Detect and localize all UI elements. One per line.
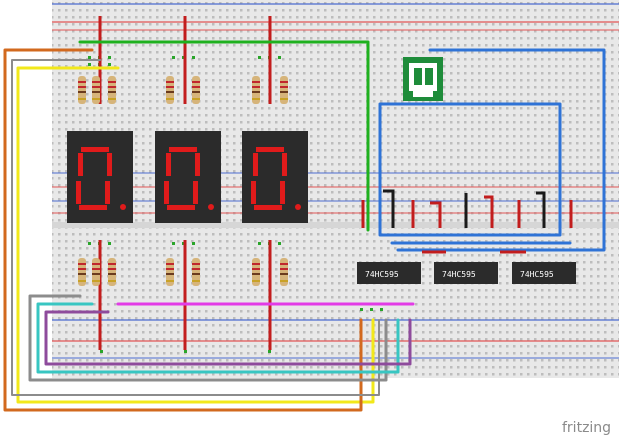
teal-wire	[36, 302, 400, 374]
seven-segment-display-2	[155, 131, 221, 223]
shift-register-chip-3: 74HC595	[512, 262, 576, 284]
resistors-top	[78, 76, 288, 104]
shift-register-chip-1: 74HC595	[357, 262, 421, 284]
resistors-bottom	[78, 258, 288, 286]
blue-wire-1	[396, 48, 606, 252]
breadboard	[52, 0, 619, 378]
chip-label-1: 74HC595	[365, 270, 399, 279]
chip-jumpers	[361, 189, 573, 254]
wires	[3, 40, 606, 412]
gray-wire-1	[11, 59, 380, 396]
blue-wire-2	[378, 102, 562, 237]
purple-wire	[44, 310, 412, 366]
seven-segment-display-1	[67, 131, 133, 223]
gray-wire-2	[28, 294, 388, 382]
chip-label-3: 74HC595	[520, 270, 554, 279]
chip-label-2: 74HC595	[442, 270, 476, 279]
yellow-wire	[16, 66, 375, 404]
push-button	[403, 57, 443, 101]
seven-segment-display-3	[242, 131, 308, 223]
shift-register-chip-2: 74HC595	[434, 262, 498, 284]
fritzing-watermark: fritzing	[562, 420, 611, 436]
green-wire	[78, 40, 370, 232]
